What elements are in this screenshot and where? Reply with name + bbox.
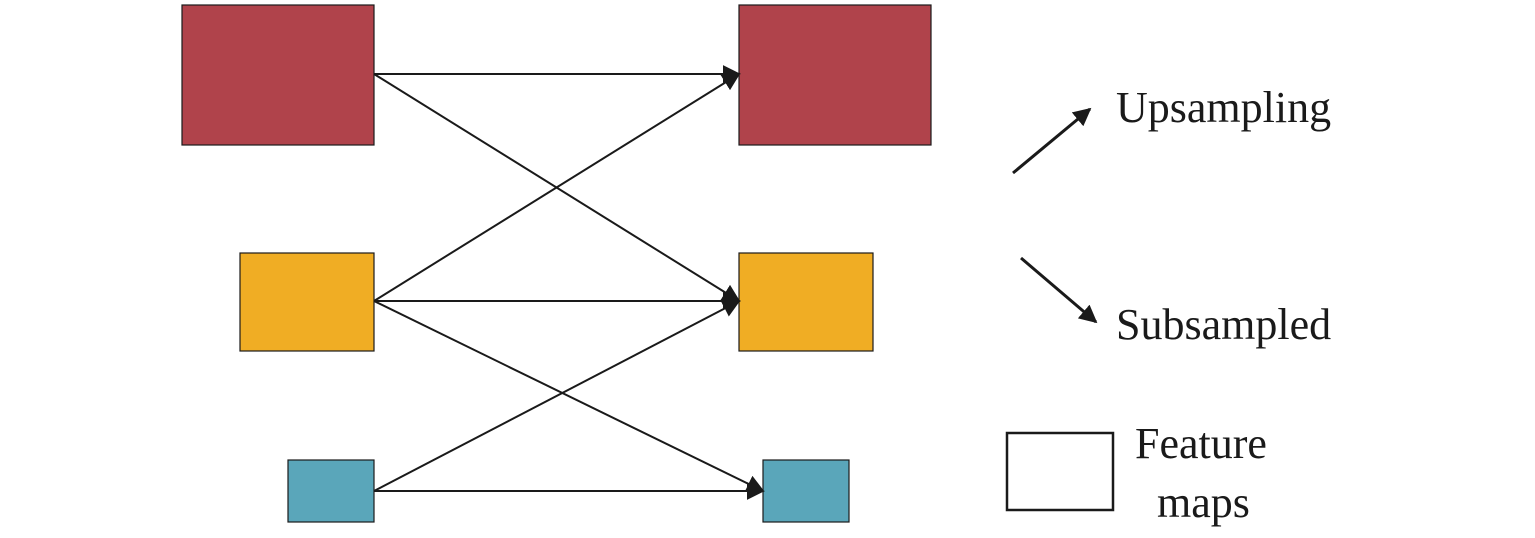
feature-maps-label-line2: maps — [1157, 478, 1250, 527]
connection-mid-to-low — [373, 300, 765, 492]
subsampled-arrow-icon — [1020, 256, 1098, 324]
connection-mid-to-high — [373, 73, 741, 302]
subsampled-label: Subsampled — [1116, 300, 1331, 349]
upsampling-label: Upsampling — [1116, 83, 1331, 132]
input-low-res-feature-map — [287, 459, 375, 523]
output-mid-res-feature-map — [738, 252, 874, 352]
input-high-res-feature-map — [181, 4, 375, 146]
connection-low-to-mid — [373, 300, 741, 492]
input-mid-res-feature-map — [239, 252, 375, 352]
upsampling-arrow-icon — [1012, 107, 1092, 175]
feature-map-legend-box — [1005, 431, 1115, 512]
output-low-res-feature-map — [762, 459, 850, 523]
output-high-res-feature-map — [738, 4, 932, 146]
feature-maps-label-line1: Feature — [1135, 419, 1267, 468]
